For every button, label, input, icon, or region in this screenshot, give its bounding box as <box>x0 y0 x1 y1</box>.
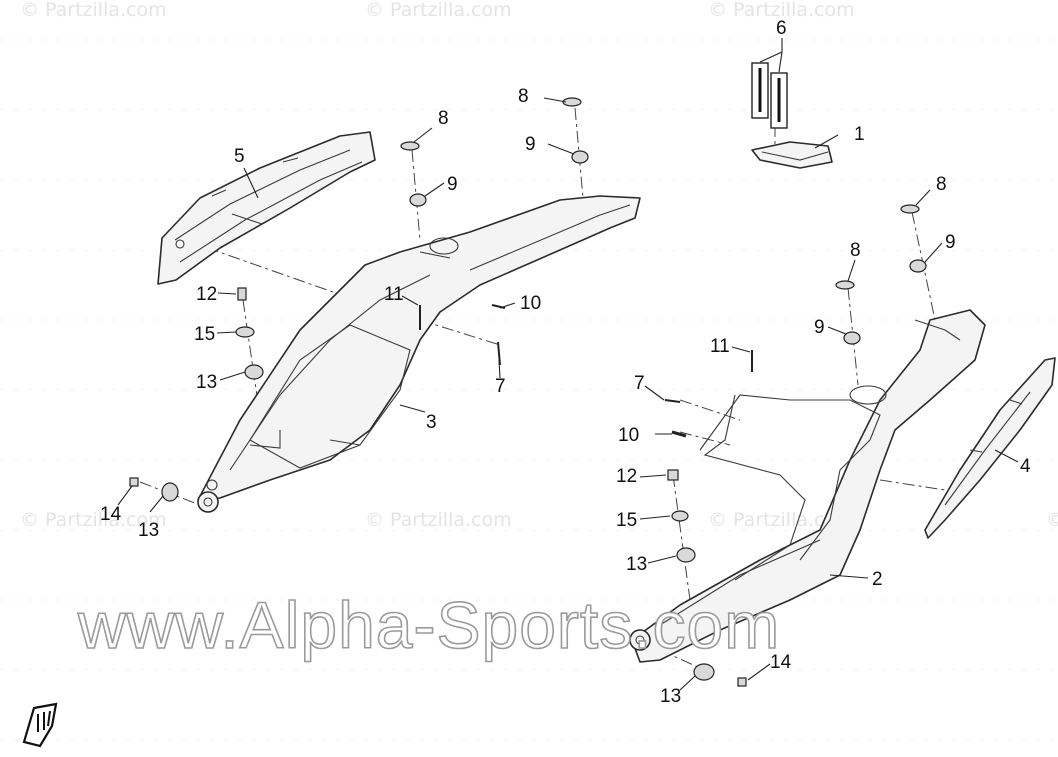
callout-11: 11 <box>384 284 404 305</box>
watermark: © Partzilla.com <box>20 0 167 21</box>
callout-7: 7 <box>634 373 645 394</box>
watermark: © Partzilla.com <box>708 0 855 21</box>
callout-4: 4 <box>1020 456 1031 477</box>
watermark: © Partzilla.com <box>20 509 167 531</box>
front-arrow-icon <box>22 702 58 748</box>
callout-2: 2 <box>872 569 883 590</box>
callout-13: 13 <box>660 686 681 707</box>
callout-12: 12 <box>196 284 217 305</box>
callout-15: 15 <box>616 510 637 531</box>
part-1-bracket <box>751 141 833 169</box>
callout-labels: 1 2 3 4 5 6 7 7 8 8 8 8 9 9 9 9 10 10 11… <box>100 18 1031 707</box>
part-3-frame-cover-left <box>197 195 641 513</box>
part-5-side-cover-left <box>157 131 376 285</box>
leader-lines <box>117 38 1019 691</box>
callout-10: 10 <box>520 293 541 314</box>
callout-8: 8 <box>438 108 449 129</box>
callout-15: 15 <box>194 324 215 345</box>
callout-9: 9 <box>447 174 458 195</box>
callout-10: 10 <box>618 425 639 446</box>
part-2-frame-cover-right <box>629 309 986 663</box>
callout-1: 1 <box>854 124 865 145</box>
watermark: © Partzilla.com <box>365 509 512 531</box>
watermark: © Partzilla.com <box>365 0 512 21</box>
callout-11: 11 <box>710 336 730 357</box>
callout-8: 8 <box>850 240 861 261</box>
callout-3: 3 <box>426 412 437 433</box>
callout-8: 8 <box>518 86 529 107</box>
callout-14: 14 <box>100 504 122 525</box>
callout-14: 14 <box>770 652 792 673</box>
hardware-right <box>664 204 927 687</box>
callout-13: 13 <box>626 554 647 575</box>
callout-13: 13 <box>196 372 217 393</box>
part-4-side-cover-right <box>924 357 1056 539</box>
callout-5: 5 <box>234 146 245 167</box>
callout-7: 7 <box>495 376 506 397</box>
watermark: © Partzilla.com <box>708 509 855 531</box>
part-6-fasteners <box>751 62 788 129</box>
callout-9: 9 <box>814 317 825 338</box>
callout-13: 13 <box>138 520 159 541</box>
watermark: © <box>1046 509 1058 531</box>
callout-9: 9 <box>525 134 536 155</box>
site-watermark-text: www.Alpha-Sports.com <box>77 588 780 662</box>
callout-12: 12 <box>616 466 637 487</box>
callout-6: 6 <box>776 18 787 39</box>
callout-8: 8 <box>936 174 947 195</box>
callout-9: 9 <box>945 232 956 253</box>
